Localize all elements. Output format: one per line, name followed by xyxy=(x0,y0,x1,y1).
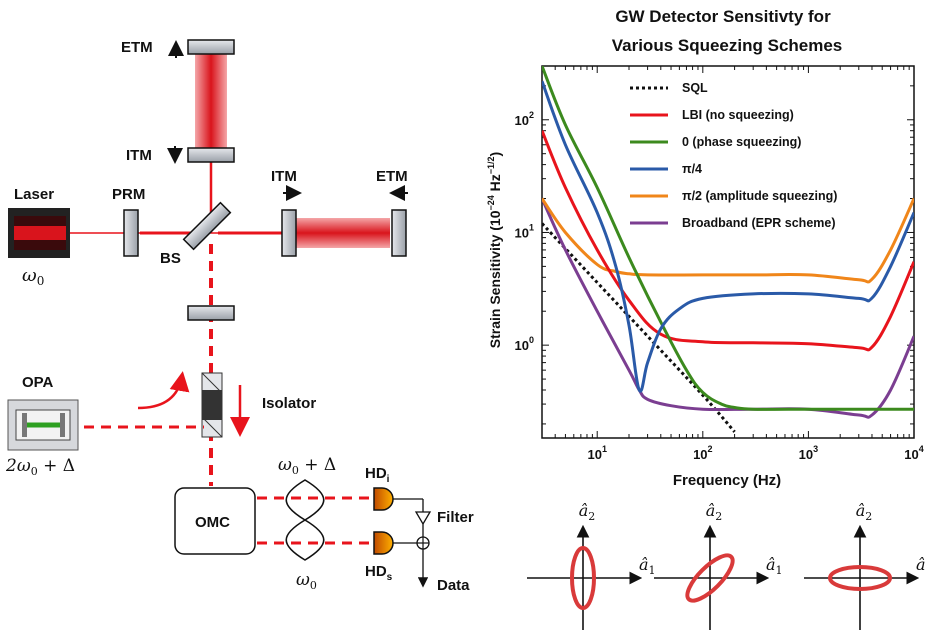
legend-entry: π/2 (amplitude squeezing) xyxy=(682,189,837,203)
signal-recycling-mirror xyxy=(187,305,235,321)
noise-ellipse xyxy=(828,565,892,591)
filter-label: Filter xyxy=(437,509,474,526)
plot-frame xyxy=(541,65,915,439)
opa-frequency: 2ω0 + Δ xyxy=(5,456,75,478)
legend-entry: π/4 xyxy=(682,162,702,176)
sideband-lobes-icon xyxy=(285,479,325,561)
laser-frequency: ω0 xyxy=(22,265,44,288)
chart-subtitle: Various Squeezing Schemes xyxy=(612,36,843,55)
filter-icon xyxy=(414,511,432,526)
series-line-4 xyxy=(542,197,914,284)
hdi-label: HDi xyxy=(365,465,390,485)
hds-detector xyxy=(373,531,394,555)
upper-sideband-label: ω0 + Δ xyxy=(278,455,336,477)
series-line-3 xyxy=(542,80,914,393)
beam-splitter xyxy=(182,201,232,251)
hdi-detector xyxy=(373,487,394,511)
quadrature-diagrams: â2 â1 â2 â1 â2 â1 xyxy=(527,501,925,630)
opa-label: OPA xyxy=(22,374,54,391)
hds-label: HDs xyxy=(365,563,393,583)
quadrature-x-label: â1 xyxy=(766,555,783,577)
horizontal-arm-beam xyxy=(290,218,390,248)
prm-mirror xyxy=(123,209,139,257)
etm-right-mirror xyxy=(391,209,407,257)
quadrature-x-label: â1 xyxy=(639,555,656,577)
quadrature-plot-1: â2 â1 xyxy=(654,501,783,630)
etm-top-mirror xyxy=(187,39,235,55)
noise-ellipse xyxy=(685,553,735,603)
x-tick-label: 104 xyxy=(904,444,923,462)
itm-right-mirror xyxy=(281,209,297,257)
itm-top-label: ITM xyxy=(126,147,152,164)
etm-top-label: ETM xyxy=(121,39,153,56)
etm-right-label: ETM xyxy=(376,168,408,185)
vertical-arm-beam xyxy=(195,50,227,148)
noise-ellipse xyxy=(570,546,596,610)
x-axis-label: Frequency (Hz) xyxy=(673,472,781,489)
chart-legend: SQL LBI (no squeezing) 0 (phase squeezing)… xyxy=(630,81,837,230)
y-tick-label: 102 xyxy=(515,110,534,128)
y-tick-label: 101 xyxy=(515,222,534,240)
sensitivity-chart: GW Detector Sensitivty for Various Squee… xyxy=(486,7,924,489)
optical-setup: Laser ω0 PRM BS ETM ITM ITM ETM Isolator xyxy=(5,39,474,594)
injection-arrow-icon xyxy=(137,371,190,410)
quadrature-x-label: â1 xyxy=(916,555,925,577)
series-line-2 xyxy=(542,66,914,411)
x-tick-label: 101 xyxy=(587,444,606,462)
omc-box xyxy=(174,487,256,555)
data-label: Data xyxy=(437,577,470,594)
laser-label: Laser xyxy=(14,186,54,203)
x-tick-label: 103 xyxy=(799,444,818,462)
x-tick-label: 102 xyxy=(693,444,712,462)
quadrature-y-label: â2 xyxy=(706,501,723,523)
bs-label: BS xyxy=(160,250,181,267)
itm-right-label: ITM xyxy=(271,168,297,185)
lower-sideband-label: ω0 xyxy=(296,570,317,592)
quadrature-plot-2: â2 â1 xyxy=(804,501,925,630)
plot-lines xyxy=(542,66,914,433)
legend-entry: 0 (phase squeezing) xyxy=(682,135,801,149)
itm-top-mirror xyxy=(187,147,235,163)
prm-label: PRM xyxy=(112,186,145,203)
legend-entry: LBI (no squeezing) xyxy=(682,108,794,122)
legend-entry: SQL xyxy=(682,81,708,95)
omc-label: OMC xyxy=(195,514,230,531)
series-line-1 xyxy=(542,130,914,352)
quadrature-y-label: â2 xyxy=(856,501,873,523)
chart-title: GW Detector Sensitivty for xyxy=(615,7,831,26)
y-axis-label: Strain Sensitivity (10−24 Hz−1/2) xyxy=(486,152,503,348)
legend-entry: Broadband (EPR scheme) xyxy=(682,216,836,230)
plot-ticks: 101 102 103 104 100 101 102 xyxy=(515,65,924,462)
series-line-5 xyxy=(542,197,914,419)
isolator-label: Isolator xyxy=(262,395,316,412)
quadrature-y-label: â2 xyxy=(579,501,596,523)
quadrature-plot-0: â2 â1 xyxy=(527,501,656,630)
y-tick-label: 100 xyxy=(515,335,534,353)
